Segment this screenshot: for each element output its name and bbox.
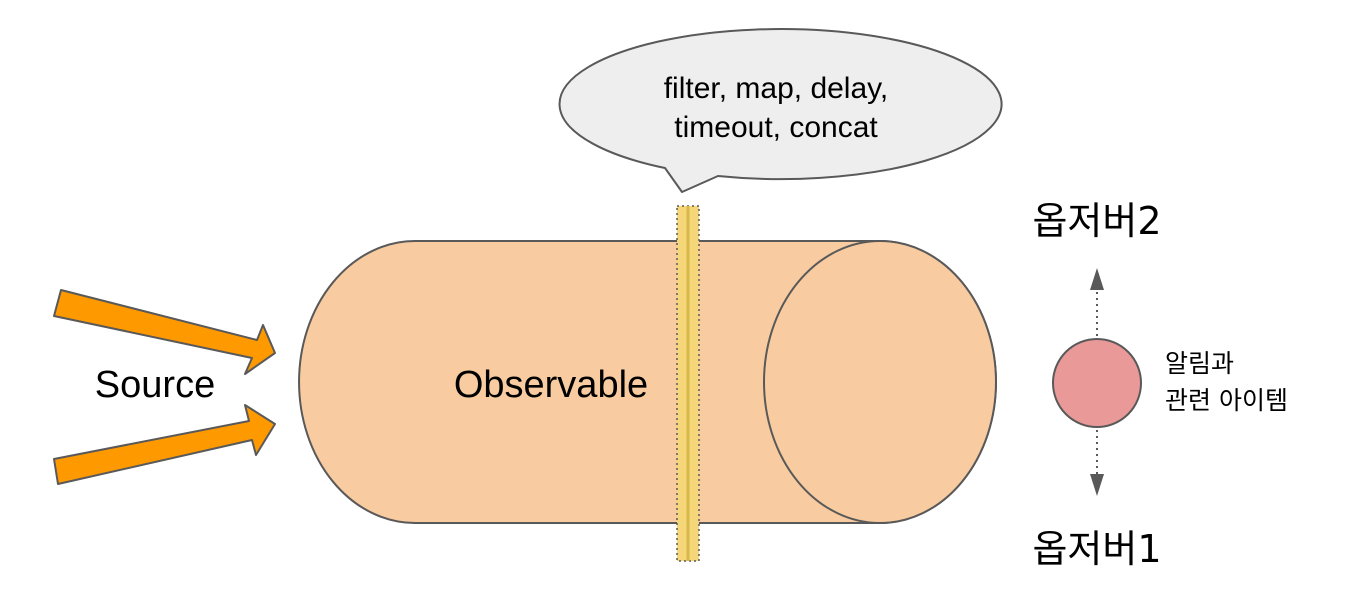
source-arrows [53,289,276,485]
source-arrow-lower [53,404,276,485]
observable-label: Observable [454,364,648,406]
arrow-up-icon [1090,268,1104,290]
source-label: Source [95,364,215,406]
operators-line-1: filter, map, delay, [664,72,889,105]
item-label-line-1: 알림과 [1165,349,1234,378]
observable-cylinder [298,240,997,524]
notification-item-dot [1052,338,1142,428]
arrow-down-icon [1090,474,1104,496]
item-label-line-2: 관련 아이템 [1165,386,1288,415]
speech-bubble-shape [558,28,1003,193]
observer-arrows [1090,268,1104,496]
cylinder-end-cap [763,240,997,524]
source-arrow-upper [53,289,276,375]
observer-1-label: 옵저버1 [1032,527,1161,571]
observer-2-label: 옵저버2 [1032,199,1161,243]
operators-speech-bubble: filter, map, delay, timeout, concat [558,28,1003,193]
operators-line-2: timeout, concat [674,111,878,144]
